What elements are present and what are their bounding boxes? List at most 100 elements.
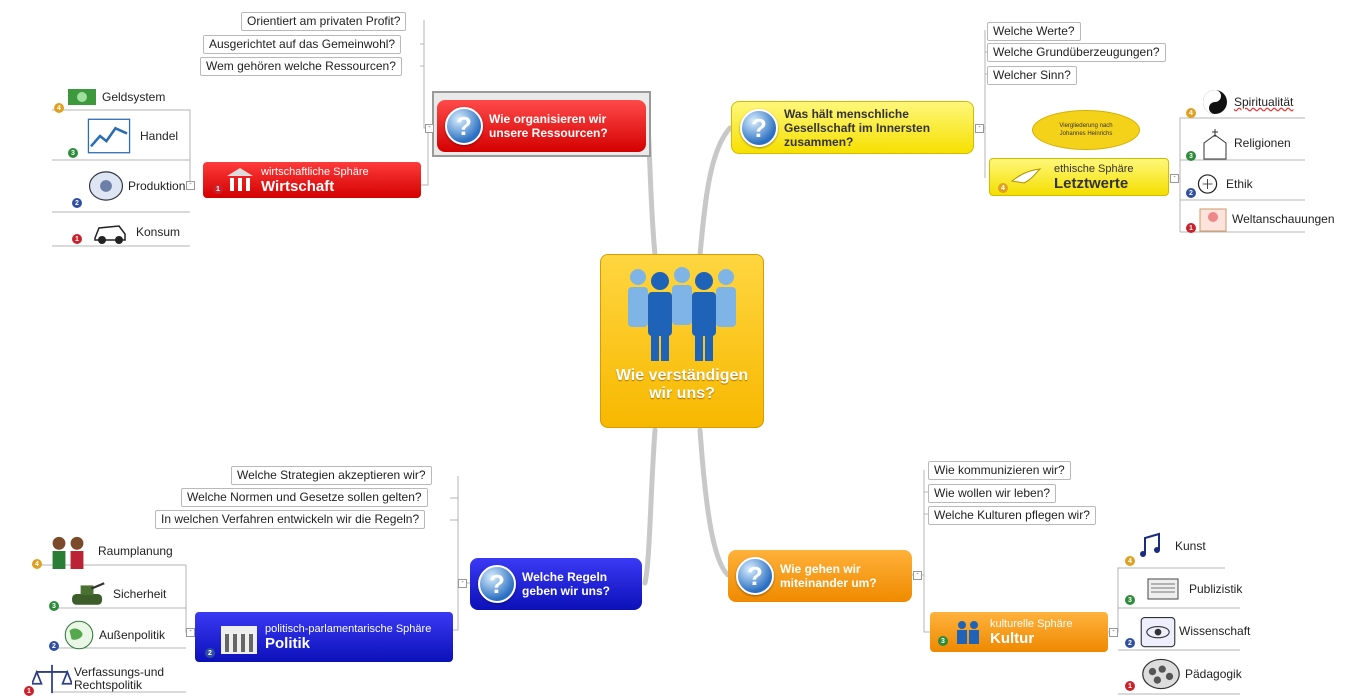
- priority-badge: 3: [1125, 595, 1135, 605]
- priority-badge: 4: [32, 559, 42, 569]
- leaf-label: Sicherheit: [113, 587, 167, 601]
- people-group-icon: [628, 267, 736, 361]
- sphere-economy-title: Wirtschaft: [261, 177, 335, 195]
- leaf-aussenpolitik[interactable]: 2 Außenpolitik: [45, 619, 165, 651]
- collapse-toggle[interactable]: -: [975, 124, 984, 133]
- leaf-publizistik[interactable]: 3 Publizistik: [1125, 575, 1242, 605]
- hub-rules-label: Welche Regeln geben wir uns?: [522, 570, 611, 598]
- leaf-paedagogik[interactable]: 1 Pädagogik: [1125, 657, 1242, 691]
- question-mark-icon: ?: [736, 557, 774, 595]
- question-private-profit[interactable]: Orientiert am privaten Profit?: [241, 12, 407, 31]
- sphere-politics-title: Politik: [265, 634, 311, 652]
- hub-resources-label: Wie organisieren wir unsere Ressourcen?: [489, 112, 608, 140]
- question-meaning[interactable]: Welcher Sinn?: [987, 66, 1077, 85]
- leaf-label: Produktion: [128, 179, 186, 193]
- priority-badge: 3: [1186, 151, 1196, 161]
- question-norms-laws[interactable]: Welche Normen und Gesetze sollen gelten?: [181, 488, 428, 507]
- people-pair-icon: [957, 621, 979, 644]
- question-common-good[interactable]: Ausgerichtet auf das Gemeinwohl?: [203, 35, 402, 54]
- question-strategies[interactable]: Welche Strategien akzeptieren wir?: [231, 466, 432, 485]
- leaf-label: Wissenschaft: [1179, 624, 1251, 638]
- atom-icon: [1140, 617, 1176, 648]
- hub-society-label: Was hält menschliche Gesellschaft im Inn…: [784, 106, 931, 149]
- sphere-economy[interactable]: 1 wirtschaftliche Sphäre Wirtschaft: [203, 162, 421, 198]
- question-communication[interactable]: Wie kommunizieren wir?: [928, 461, 1071, 480]
- priority-badge: 4: [998, 183, 1008, 193]
- collapse-toggle[interactable]: -: [186, 628, 195, 637]
- leaf-sicherheit[interactable]: 3 Sicherheit: [45, 579, 167, 611]
- priority-badge: 2: [49, 641, 59, 651]
- sphere-ethics-title: Letztwerte: [1054, 174, 1129, 192]
- question-mark-icon: ?: [478, 565, 516, 603]
- collapse-toggle[interactable]: -: [1109, 628, 1118, 637]
- bank-icon: [227, 168, 253, 191]
- leaf-label: Weltanschauungen: [1232, 212, 1335, 226]
- hub-interaction-label: Wie gehen wir miteinander um?: [780, 562, 877, 590]
- leaf-label: Außenpolitik: [99, 628, 166, 642]
- leaf-label: Raumplanung: [98, 544, 173, 558]
- church-icon: [1203, 129, 1227, 160]
- collapse-toggle[interactable]: -: [458, 579, 467, 588]
- question-mark-icon: ?: [445, 107, 483, 145]
- central-title: Wie verständigen wir uns?: [615, 367, 749, 402]
- sphere-culture[interactable]: 3 kulturelle Sphäre Kultur: [930, 612, 1108, 652]
- sphere-ethics-subtitle: ethische Sphäre: [1054, 162, 1134, 175]
- leaf-kunst[interactable]: 4 Kunst: [1125, 532, 1206, 566]
- hub-frame-resources: ? Wie organisieren wir unsere Ressourcen…: [432, 91, 651, 157]
- question-living[interactable]: Wie wollen wir leben?: [928, 484, 1057, 503]
- priority-badge: 3: [938, 636, 948, 646]
- question-mark-icon: ?: [740, 108, 778, 147]
- leaf-label: Verfassungs-und Rechtspolitik: [74, 665, 165, 692]
- priority-badge: 2: [72, 198, 82, 208]
- priority-badge: 3: [49, 601, 59, 611]
- leaf-religionen[interactable]: 3 Religionen: [1186, 125, 1291, 161]
- question-procedures[interactable]: In welchen Verfahren entwickeln wir die …: [155, 510, 426, 529]
- leaf-konsum[interactable]: 1 Konsum: [66, 218, 180, 246]
- priority-badge: 1: [72, 234, 82, 244]
- collapse-toggle[interactable]: -: [425, 124, 434, 133]
- leaf-verfassung[interactable]: 1 Verfassungs-und Rechtspolitik: [20, 662, 186, 696]
- leaf-label: Handel: [140, 129, 179, 143]
- hub-interaction[interactable]: ? Wie gehen wir miteinander um?: [728, 550, 912, 602]
- dove-icon: [1010, 168, 1042, 184]
- collapse-toggle[interactable]: -: [186, 181, 195, 190]
- brandenburg-gate-icon: [221, 626, 257, 654]
- yin-yang-icon: [1203, 90, 1227, 114]
- callout-bubble: Viergliederung nach Johannes Heinrichs: [1032, 110, 1140, 150]
- leaf-label: Religionen: [1234, 136, 1291, 150]
- collapse-toggle[interactable]: -: [913, 571, 922, 580]
- sphere-culture-subtitle: kulturelle Sphäre: [990, 617, 1073, 630]
- leaf-ethik[interactable]: 2 Ethik: [1186, 170, 1253, 198]
- leaf-spiritualitaet[interactable]: 4 Spiritualität: [1186, 88, 1294, 118]
- hub-resources[interactable]: ? Wie organisieren wir unsere Ressourcen…: [437, 100, 646, 152]
- hub-rules[interactable]: ? Welche Regeln geben wir uns?: [470, 558, 642, 610]
- priority-badge: 1: [1125, 681, 1135, 691]
- leaf-label: Spiritualität: [1234, 95, 1294, 109]
- central-topic[interactable]: Wie verständigen wir uns?: [600, 254, 764, 428]
- leaf-label: Geldsystem: [102, 90, 166, 104]
- newspaper-icon: [1147, 578, 1179, 600]
- people-icon: [52, 536, 84, 569]
- priority-badge: 1: [24, 686, 34, 696]
- collapse-toggle[interactable]: -: [1170, 174, 1179, 183]
- priority-badge: 1: [213, 184, 223, 194]
- scales-icon: [32, 664, 72, 694]
- sphere-ethics[interactable]: 4 ethische Sphäre Letztwerte: [989, 158, 1169, 196]
- question-resource-ownership[interactable]: Wem gehören welche Ressourcen?: [200, 57, 402, 76]
- leaf-raumplanung[interactable]: 4 Raumplanung: [32, 533, 173, 569]
- tank-icon: [72, 582, 105, 605]
- sphere-politics[interactable]: 2 politisch-parlamentarische Sphäre Poli…: [195, 612, 453, 662]
- question-cultures[interactable]: Welche Kulturen pflegen wir?: [928, 506, 1096, 525]
- money-icon: [68, 89, 96, 105]
- leaf-geldsystem[interactable]: 4 Geldsystem: [52, 83, 166, 113]
- chart-icon: [87, 118, 131, 154]
- leaf-handel[interactable]: 3 Handel: [66, 118, 179, 158]
- leaf-wissenschaft[interactable]: 2 Wissenschaft: [1125, 614, 1250, 648]
- leaf-produktion[interactable]: 2 Produktion: [66, 168, 186, 208]
- hub-society[interactable]: ? Was hält menschliche Gesellschaft im I…: [731, 101, 974, 154]
- question-convictions[interactable]: Welche Grundüberzeugungen?: [987, 43, 1166, 62]
- ethics-icon: [1197, 174, 1218, 194]
- question-values[interactable]: Welche Werte?: [987, 22, 1081, 41]
- leaf-weltanschauungen[interactable]: 1 Weltanschauungen: [1186, 205, 1335, 233]
